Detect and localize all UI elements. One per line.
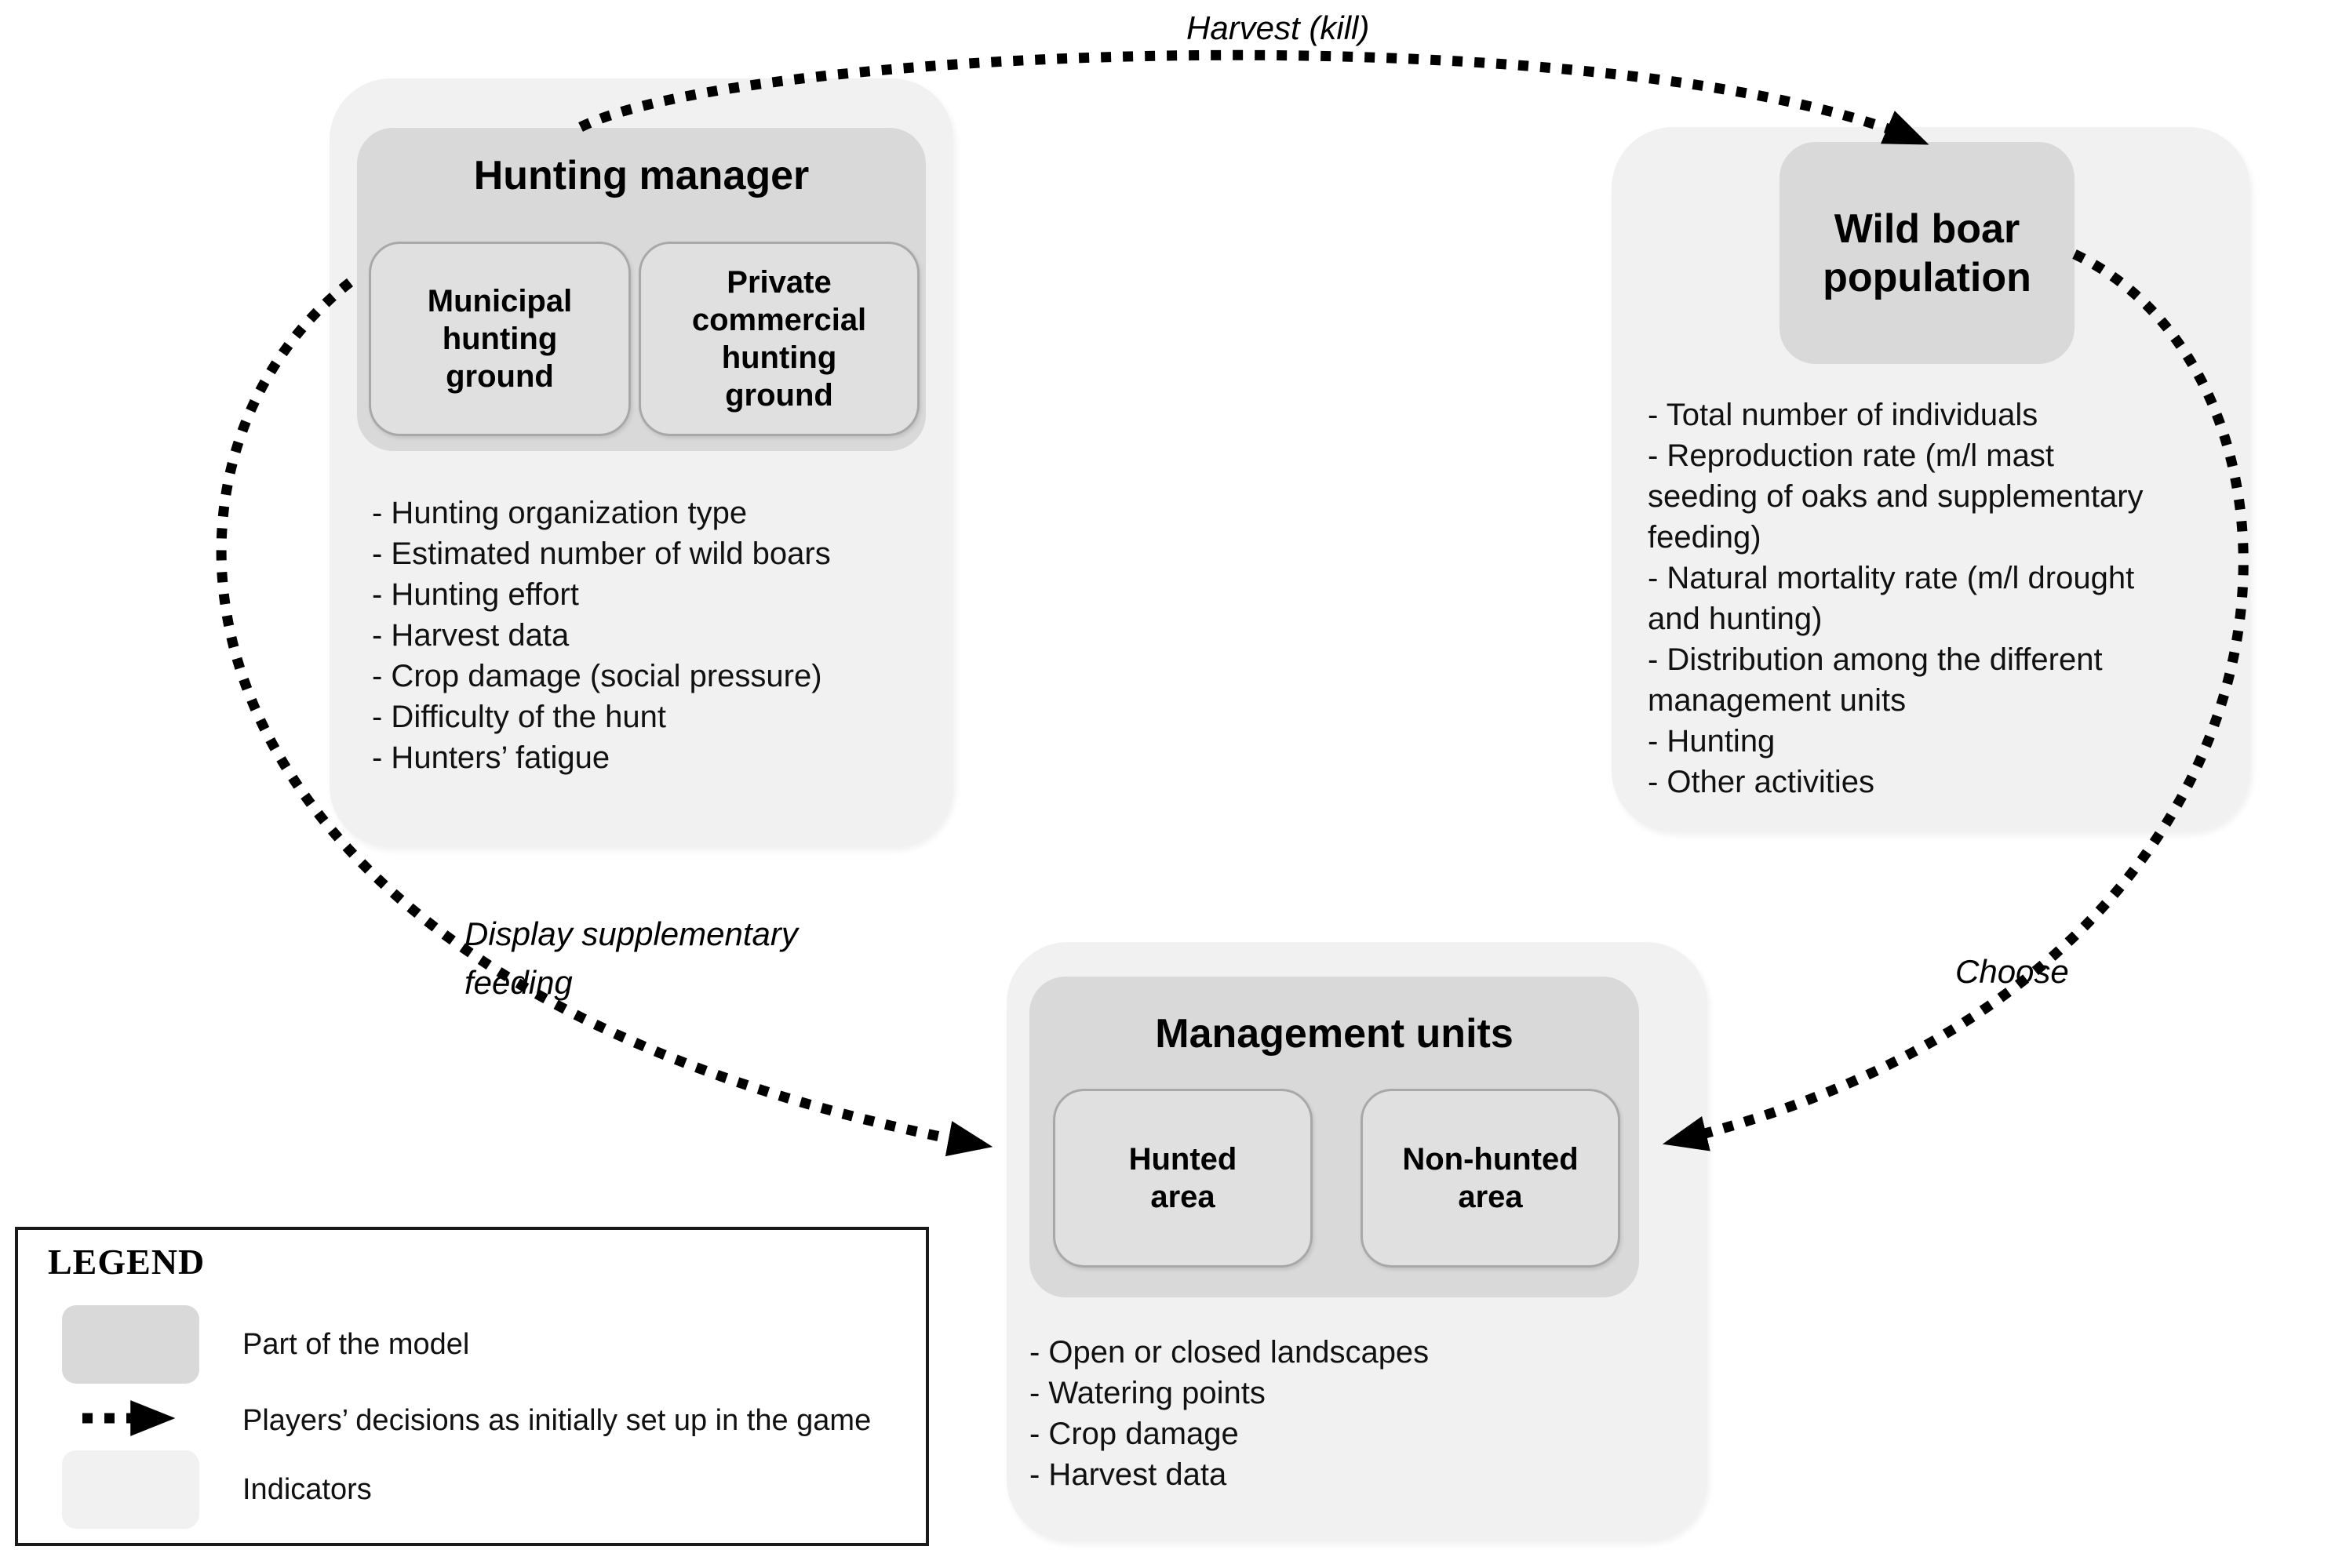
indicator-line: - Harvest data <box>372 618 570 653</box>
management-units-indicator-list: - Open or closed landscapes - Watering po… <box>1029 1332 1657 1495</box>
indicator-line: - Natural mortality rate (m/l drought an… <box>1648 561 2135 636</box>
hunted-area-label: Hunted area <box>1128 1142 1237 1214</box>
indicator-line: - Hunters’ fatigue <box>372 740 610 775</box>
private-commercial-hunting-ground-box: Private commercial hunting ground <box>639 242 920 436</box>
indicator-line: - Distribution among the different manag… <box>1648 642 2103 718</box>
indicator-line: - Crop damage (social pressure) <box>372 659 822 693</box>
legend-part-of-model-swatch <box>62 1305 199 1384</box>
wild-boar-population-header: Wild boar population <box>1779 142 2075 364</box>
indicator-line: - Total number of individuals <box>1648 398 2038 432</box>
private-commercial-hunting-ground-label: Private commercial hunting ground <box>691 265 867 413</box>
municipal-hunting-ground-box: Municipal hunting ground <box>369 242 631 436</box>
indicator-line: - Hunting <box>1648 724 1776 759</box>
indicator-line: - Reproduction rate (m/l mast seeding of… <box>1648 438 2144 555</box>
indicator-line: - Other activities <box>1648 765 1874 799</box>
harvest-arrow-label: Harvest (kill) <box>1186 9 1370 46</box>
legend-title: LEGEND <box>48 1242 206 1282</box>
management-units-title: Management units <box>1155 1011 1514 1057</box>
hunting-manager-indicator-list: - Hunting organization type - Estimated n… <box>372 493 921 778</box>
non-hunted-area-box: Non-hunted area <box>1361 1089 1620 1268</box>
indicator-line: - Difficulty of the hunt <box>372 700 666 734</box>
legend-indicators-swatch <box>62 1450 199 1529</box>
indicator-line: - Hunting organization type <box>372 496 748 530</box>
indicator-line: - Watering points <box>1029 1376 1266 1410</box>
indicator-line: - Crop damage <box>1029 1417 1239 1451</box>
hunted-area-box: Hunted area <box>1053 1089 1313 1268</box>
legend-players-decisions-label: Players’ decisions as initially set up i… <box>242 1403 872 1437</box>
indicator-line: - Harvest data <box>1029 1457 1227 1492</box>
legend-box: LEGEND Part of the model Players’ decisi… <box>15 1227 929 1546</box>
non-hunted-area-label: Non-hunted area <box>1402 1142 1579 1214</box>
indicator-line: - Estimated number of wild boars <box>372 537 831 571</box>
wild-boar-population-indicator-list: - Total number of individuals - Reproduct… <box>1648 395 2220 802</box>
hunting-manager-title: Hunting manager <box>473 153 810 198</box>
choose-arrow-label: Choose <box>1955 953 2069 990</box>
indicator-line: - Open or closed landscapes <box>1029 1335 1430 1370</box>
legend-part-of-model-label: Part of the model <box>242 1327 470 1361</box>
wild-boar-population-title: Wild boar population <box>1823 206 2031 300</box>
legend-indicators-label: Indicators <box>242 1472 372 1506</box>
indicator-line: - Hunting effort <box>372 577 579 612</box>
display-feeding-arrow-label: Display supplementary feeding <box>464 915 798 1001</box>
municipal-hunting-ground-label: Municipal hunting ground <box>427 284 573 394</box>
